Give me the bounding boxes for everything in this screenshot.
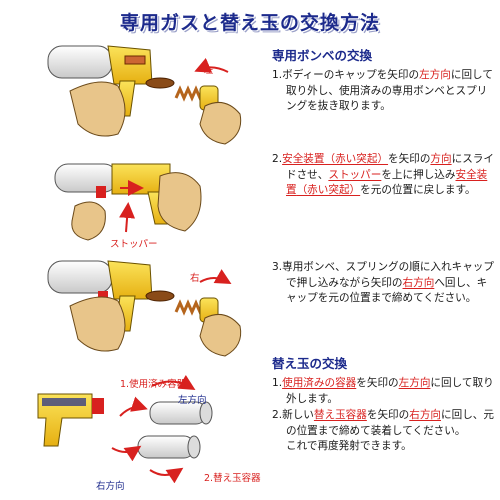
section1-step2: 2.安全装置（赤い突起）を矢印の方向にスライドさせ、ストッパーを上に押し込み安全… <box>272 153 494 196</box>
label-right-direction: 右 <box>190 273 200 284</box>
illustration-step1 <box>47 45 242 145</box>
label-left-direction: 左 <box>204 65 214 76</box>
section1-step3: 3.専用ボンベ、スプリングの順に入れキャップで押し込みながら矢印の右方向へ回し、… <box>272 261 494 304</box>
illustration-panel <box>37 45 242 484</box>
label-used-container: 1.使用済み容器 <box>120 379 187 390</box>
illustration-step3 <box>47 260 242 357</box>
section2-step2: 2.新しい替え玉容器を矢印の右方向に回し、元の位置まで締めて装着してください。 … <box>272 408 497 455</box>
section1-heading: 専用ボンベの交換 <box>272 48 497 66</box>
label-right-dir: 右方向 <box>96 481 125 492</box>
label-new-container: 2.替え玉容器 <box>204 473 261 484</box>
illustration-step2 <box>54 163 202 241</box>
section1-heading-text: 専用ボンベの交換 <box>272 48 373 63</box>
page-title: 専用ガスと替え玉の交換方法 <box>119 12 380 34</box>
closing-text: これで再度発射できます。 <box>286 440 412 452</box>
section2-heading: 替え玉の交換 <box>272 356 497 374</box>
section1-step1: 1.ボディーのキャップを矢印の左方向に回して取り外し、使用済みの専用ボンベとスプ… <box>272 69 493 112</box>
section2-step1: 1.使用済みの容器を矢印の左方向に回して取り外します。 <box>272 377 494 405</box>
label-left-dir: 左方向 <box>178 395 207 406</box>
illustration-step4 <box>37 374 213 484</box>
section2-heading-text: 替え玉の交換 <box>272 356 348 371</box>
label-stopper: ストッパー <box>110 239 158 250</box>
